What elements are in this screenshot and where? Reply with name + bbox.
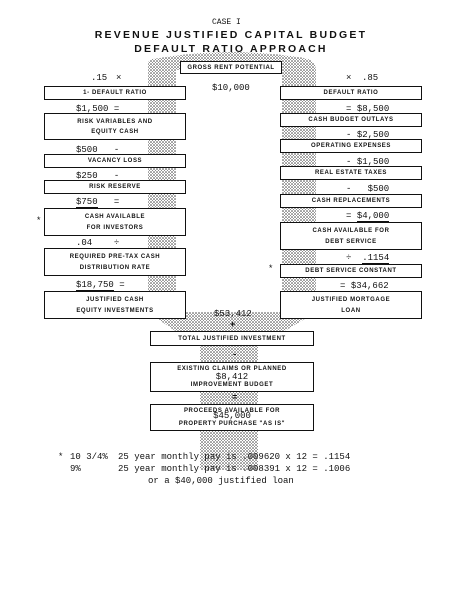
operator: = [113, 197, 120, 207]
value: $8,500 [356, 104, 390, 115]
asterisk-left: * [36, 216, 42, 226]
cash-budget-outlays-box: CASH BUDGET OUTLAYS [280, 113, 422, 127]
gross-rent-box: GROSS RENT POTENTIAL [180, 61, 282, 74]
footnote-rate-2: 9% [70, 464, 81, 474]
operator: - [346, 130, 352, 140]
gross-rent-value: $10,000 [212, 83, 250, 93]
right-value-1154: ÷ .1154 [346, 253, 390, 264]
operator: = [346, 104, 352, 114]
footnote-text-2: 25 year monthly pay is .008391 x 12 = .1… [118, 464, 351, 474]
footnote-rate-1: 10 3/4% [70, 452, 108, 462]
operator: = [346, 211, 352, 221]
left-times: × [116, 73, 122, 83]
real-estate-taxes-box: REAL ESTATE TAXES [280, 166, 422, 180]
footnote-text-3: or a $40,000 justified loan [148, 476, 294, 486]
value: $250 [76, 171, 98, 182]
value: $500 [367, 184, 390, 195]
label-line-1: CASH AVAILABLE [84, 213, 146, 220]
operator: ÷ [113, 238, 120, 248]
label-line-1: EXISTING CLAIMS OR PLANNED [177, 366, 287, 372]
vacancy-loss-box: VACANCY LOSS [44, 154, 186, 168]
left-value-1500: $1,500 = [76, 104, 120, 115]
label-line-2: FOR INVESTORS [86, 224, 144, 231]
plus-sign: + [230, 320, 236, 330]
justified-mortgage-box: JUSTIFIED MORTGAGE LOAN [280, 291, 422, 319]
left-pct: .15 [91, 73, 108, 83]
right-value-8500: = $8,500 [346, 104, 390, 115]
label-line-2: PROPERTY PURCHASE "AS IS" [178, 421, 286, 427]
proceeds-box: PROCEEDS AVAILABLE FOR $45,000 PROPERTY … [150, 404, 314, 431]
footnote-text-1: 25 year monthly pay is .009620 x 12 = .1… [118, 452, 351, 462]
operator: - [346, 157, 352, 167]
value: .1154 [362, 253, 390, 264]
required-pretax-box: REQUIRED PRE-TAX CASH DISTRIBUTION RATE [44, 248, 186, 276]
operator: = [340, 281, 346, 291]
operator: = [113, 104, 120, 114]
right-value-1500: - $1,500 [346, 157, 390, 168]
value: $2,500 [356, 130, 390, 141]
footnote-asterisk: * [58, 452, 64, 462]
label-line-2: LOAN [341, 307, 361, 314]
label-line-1: JUSTIFIED CASH [86, 296, 144, 303]
right-value-34662: = $34,662 [340, 281, 389, 292]
default-ratio-box: DEFAULT RATIO [280, 86, 422, 100]
default-ratio-complement-box: 1- DEFAULT RATIO [44, 86, 186, 100]
label-line-1: PROCEEDS AVAILABLE FOR [183, 408, 281, 414]
value: $500 [76, 145, 98, 156]
value: .04 [76, 238, 93, 249]
label-line-2: DEBT SERVICE [325, 238, 377, 245]
cash-available-investors-box: CASH AVAILABLE FOR INVESTORS [44, 208, 186, 236]
value: $750 [76, 197, 98, 208]
operating-expenses-box: OPERATING EXPENSES [280, 139, 422, 153]
operator: ÷ [346, 253, 352, 263]
right-value-2500: - $2,500 [346, 130, 390, 141]
justified-cash-equity-box: JUSTIFIED CASH EQUITY INVESTMENTS [44, 291, 186, 319]
page-title: REVENUE JUSTIFIED CAPITAL BUDGET [94, 29, 368, 41]
equals-sign: = [232, 393, 238, 403]
label-line-1: REQUIRED PRE-TAX CASH [69, 253, 161, 260]
label-line-2: IMPROVEMENT BUDGET [190, 382, 274, 388]
operator: - [346, 184, 352, 194]
total-value: $53,412 [214, 309, 252, 319]
operator: - [113, 171, 120, 181]
label-line-2: EQUITY CASH [91, 128, 139, 135]
total-justified-investment-box: TOTAL JUSTIFIED INVESTMENT [150, 331, 314, 346]
cash-available-debt-box: CASH AVAILABLE FOR DEBT SERVICE [280, 222, 422, 250]
label-line-2: DISTRIBUTION RATE [79, 264, 151, 271]
right-value-500: - $500 [346, 184, 390, 195]
left-value-04: .04 ÷ [76, 238, 120, 249]
right-times: × [346, 73, 352, 83]
existing-value: $8,412 [215, 372, 249, 382]
value: $1,500 [76, 104, 109, 115]
risk-reserve-box: RISK RESERVE [44, 180, 186, 194]
operator: - [113, 145, 120, 155]
label-line-1: JUSTIFIED MORTGAGE [311, 296, 391, 303]
value: $1,500 [356, 157, 390, 168]
label-line-1: CASH AVAILABLE FOR [312, 227, 390, 234]
left-value-500: $500 - [76, 145, 120, 156]
value: $4,000 [356, 211, 390, 222]
right-value-4000: = $4,000 [346, 211, 390, 222]
minus-sign: - [232, 350, 238, 360]
value: $18,750 [76, 280, 114, 291]
label-line-2: EQUITY INVESTMENTS [76, 307, 154, 314]
left-value-18750: $18,750 = [76, 280, 125, 291]
label-line-1: RISK VARIABLES AND [77, 118, 153, 125]
existing-claims-box: EXISTING CLAIMS OR PLANNED $8,412 IMPROV… [150, 362, 314, 392]
right-pct: .85 [362, 73, 379, 83]
operator: = [119, 280, 125, 290]
risk-variables-box: RISK VARIABLES AND EQUITY CASH [44, 113, 186, 140]
cash-replacements-box: CASH REPLACEMENTS [280, 194, 422, 208]
proceeds-value: $45,000 [213, 411, 251, 421]
debt-service-constant-box: DEBT SERVICE CONSTANT [280, 264, 422, 278]
left-value-750: $750 = [76, 197, 120, 208]
asterisk-right: * [268, 264, 274, 274]
case-label: CASE I [212, 18, 241, 27]
value: $34,662 [350, 281, 389, 292]
page-subtitle: DEFAULT RATIO APPROACH [134, 43, 328, 55]
left-value-250: $250 - [76, 171, 120, 182]
